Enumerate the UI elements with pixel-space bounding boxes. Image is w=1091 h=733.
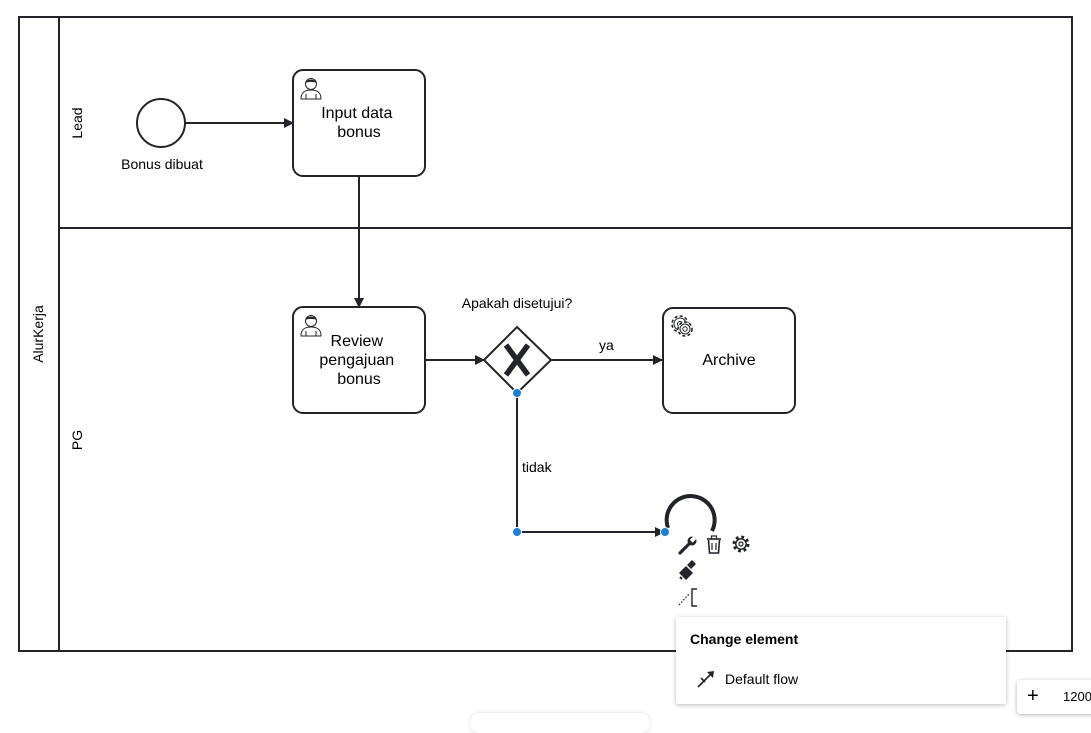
task-archive[interactable]: Archive	[662, 307, 796, 414]
zoom-value[interactable]: 1200	[1063, 689, 1091, 704]
lane-pg-label: PG	[69, 430, 85, 450]
popup-title: Change element	[690, 631, 799, 647]
text-annotation-icon[interactable]	[678, 587, 698, 607]
task-input-label-line2: bonus	[337, 124, 381, 141]
lane-lead[interactable]: Lead	[59, 107, 1072, 229]
bendpoint-handle[interactable]	[512, 527, 522, 537]
user-icon	[300, 315, 322, 337]
zoom-control: + 1200	[1017, 680, 1091, 714]
svg-text:Input data bonus: Input data bonus	[321, 105, 397, 141]
trash-icon[interactable]	[705, 535, 723, 554]
lane-pg[interactable]: PG	[69, 430, 85, 450]
bendpoint-handle[interactable]	[512, 388, 522, 398]
zoom-in-button[interactable]: +	[1027, 685, 1039, 707]
default-flow-icon	[697, 671, 714, 688]
task-review-label-line1: Review	[331, 333, 384, 350]
end-event-selected[interactable]	[664, 494, 717, 532]
user-icon	[300, 78, 322, 100]
start-event-label: Bonus dibuat	[121, 156, 203, 172]
popup-item-label: Default flow	[725, 671, 799, 687]
gateway-label: Apakah disetujui?	[462, 295, 573, 311]
bottom-toolbar	[470, 713, 650, 733]
gear-icon	[671, 315, 693, 337]
task-input-label-line1: Input data	[321, 105, 392, 122]
wrench-icon[interactable]	[678, 535, 698, 555]
task-review-pengajuan-bonus[interactable]: Review pengajuan bonus	[292, 306, 426, 414]
task-review-label-line3: bonus	[337, 371, 381, 388]
context-pad	[678, 535, 750, 607]
start-event[interactable]	[136, 98, 186, 148]
task-archive-label: Archive	[702, 352, 755, 369]
svg-text:Review pengajuan b: Review pengajuan bonus	[319, 333, 398, 388]
popup-item-default-flow[interactable]: Default flow	[696, 667, 798, 691]
flow-label-yes: ya	[599, 337, 614, 353]
change-element-popup: Change element Default flow	[676, 617, 1006, 704]
flow-label-no: tidak	[522, 459, 553, 475]
bendpoint-handle[interactable]	[660, 527, 670, 537]
task-review-label-line2: pengajuan	[319, 352, 394, 369]
task-input-data-bonus[interactable]: Input data bonus	[292, 69, 426, 177]
gear-icon[interactable]	[732, 535, 750, 553]
paint-bucket-icon[interactable]	[678, 559, 698, 580]
pool-label: AlurKerja	[30, 305, 46, 363]
lane-lead-label: Lead	[69, 107, 85, 138]
